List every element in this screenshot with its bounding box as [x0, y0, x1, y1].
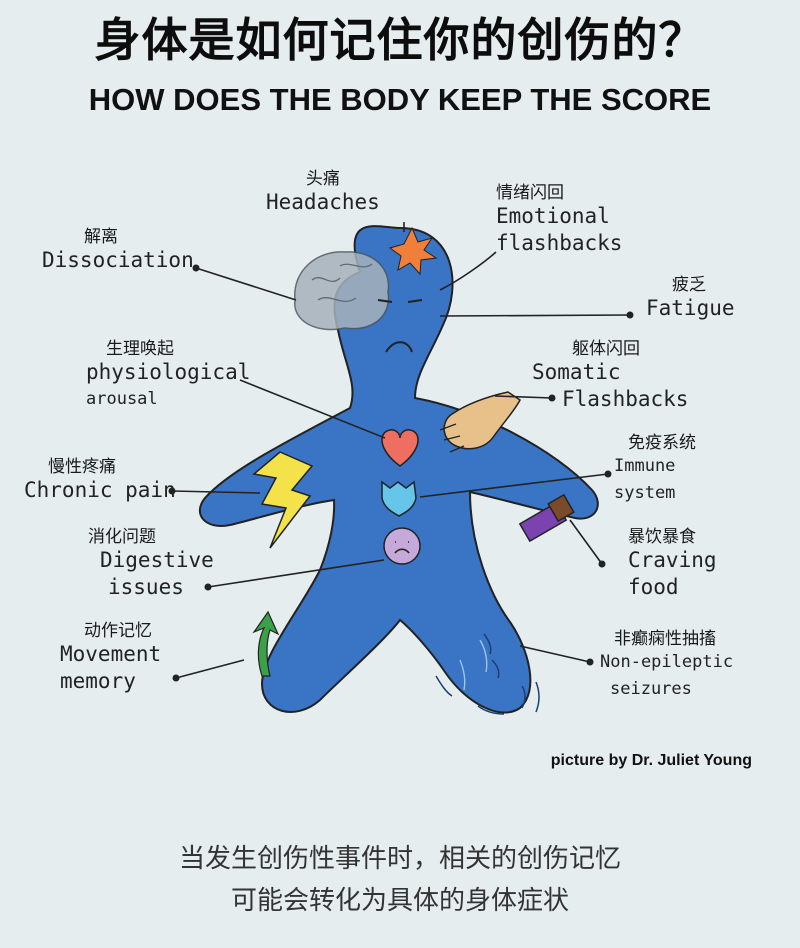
- stomach-icon: [383, 527, 421, 565]
- label-craving-food: 暴饮暴食 Craving food: [628, 522, 717, 601]
- label-chronic-pain: 慢性疼痛 Chronic pain: [24, 452, 176, 504]
- label-non-epileptic-seizures-en2: seizures: [610, 679, 692, 699]
- stomach-face: [394, 541, 410, 554]
- label-emotional-flashbacks: 情绪闪回 Emotional flashbacks: [496, 178, 622, 257]
- label-digestive-issues-cn: 消化问题: [88, 527, 156, 547]
- candy-bar-icon: [518, 493, 575, 543]
- eye-left: [377, 299, 393, 303]
- hand-fingers: [439, 423, 465, 453]
- label-chronic-pain-en: Chronic pain: [24, 478, 176, 502]
- hand-icon: [443, 391, 521, 450]
- label-headaches-cn: 头痛: [305, 169, 340, 189]
- leader-lines: [171, 222, 631, 679]
- label-physiological-arousal: 生理唤起 physiological arousal: [86, 334, 250, 413]
- label-immune-system-en2: system: [614, 483, 676, 503]
- caption-line-1: 当发生创伤性事件时，相关的创伤记忆: [178, 844, 621, 874]
- mouth-frown: [385, 341, 413, 353]
- label-craving-food-cn: 暴饮暴食: [628, 527, 696, 547]
- label-physiological-arousal-cn: 生理唤起: [106, 339, 174, 359]
- label-movement-memory-en1: Movement: [60, 642, 162, 666]
- body-shading: [459, 639, 488, 691]
- label-dissociation: 解离 Dissociation: [42, 222, 194, 274]
- headache-star-icon: [388, 226, 438, 276]
- label-headaches-en: Headaches: [266, 190, 380, 214]
- label-non-epileptic-seizures: 非癫痫性抽搐 Non-epileptic seizures: [600, 624, 733, 703]
- label-movement-memory-en2: memory: [60, 669, 136, 693]
- brain-icon: [294, 251, 390, 331]
- label-somatic-flashbacks: 躯体闪回 Somatic Flashbacks: [532, 334, 688, 413]
- label-fatigue-cn: 疲乏: [672, 275, 706, 295]
- label-movement-memory: 动作记忆 Movement memory: [60, 616, 161, 695]
- leader-dots: [168, 264, 634, 682]
- label-immune-system: 免疫系统 Immune system: [614, 428, 696, 507]
- body-diagram: [168, 222, 634, 715]
- seizure-motion-lines: [435, 633, 540, 715]
- label-somatic-flashbacks-en2: Flashbacks: [562, 387, 689, 411]
- title-english: HOW DOES THE BODY KEEP THE SCORE: [88, 82, 712, 117]
- label-headaches: 头痛 Headaches: [266, 164, 380, 216]
- green-arrow-icon: [252, 610, 280, 677]
- label-digestive-issues: 消化问题 Digestive issues: [88, 522, 214, 601]
- label-immune-system-cn: 免疫系统: [628, 433, 696, 453]
- label-fatigue: 疲乏 Fatigue: [646, 270, 735, 322]
- label-emotional-flashbacks-en1: Emotional: [496, 204, 610, 228]
- label-fatigue-en: Fatigue: [646, 296, 735, 320]
- label-physiological-arousal-en2: arousal: [86, 389, 158, 409]
- body-figure: [199, 225, 599, 714]
- label-somatic-flashbacks-en1: Somatic: [532, 360, 621, 384]
- label-dissociation-en: Dissociation: [42, 248, 194, 272]
- shield-icon: [381, 480, 417, 517]
- lightning-bolt-icon: [252, 451, 314, 549]
- caption-line-2: 可能会转化为具体的身体症状: [230, 886, 569, 916]
- label-digestive-issues-en2: issues: [108, 575, 184, 599]
- label-movement-memory-cn: 动作记忆: [84, 621, 152, 641]
- label-dissociation-cn: 解离: [84, 227, 118, 247]
- label-non-epileptic-seizures-en1: Non-epileptic: [600, 652, 734, 672]
- label-chronic-pain-cn: 慢性疼痛: [48, 457, 116, 477]
- label-non-epileptic-seizures-cn: 非癫痫性抽搐: [614, 629, 716, 649]
- label-somatic-flashbacks-cn: 躯体闪回: [572, 339, 640, 359]
- label-craving-food-en1: Craving: [628, 548, 717, 572]
- heart-icon: [381, 429, 419, 467]
- label-immune-system-en1: Immune: [614, 456, 676, 476]
- eye-right: [407, 299, 423, 303]
- label-craving-food-en2: food: [628, 575, 679, 599]
- brain-folds: [311, 263, 373, 303]
- label-digestive-issues-en1: Digestive: [100, 548, 214, 572]
- picture-credit: picture by Dr. Juliet Young: [550, 752, 752, 769]
- label-emotional-flashbacks-en2: flashbacks: [496, 231, 623, 255]
- label-physiological-arousal-en1: physiological: [86, 360, 251, 384]
- label-emotional-flashbacks-cn: 情绪闪回: [496, 183, 564, 203]
- title-chinese: 身体是如何记住你的创伤的？: [94, 13, 706, 67]
